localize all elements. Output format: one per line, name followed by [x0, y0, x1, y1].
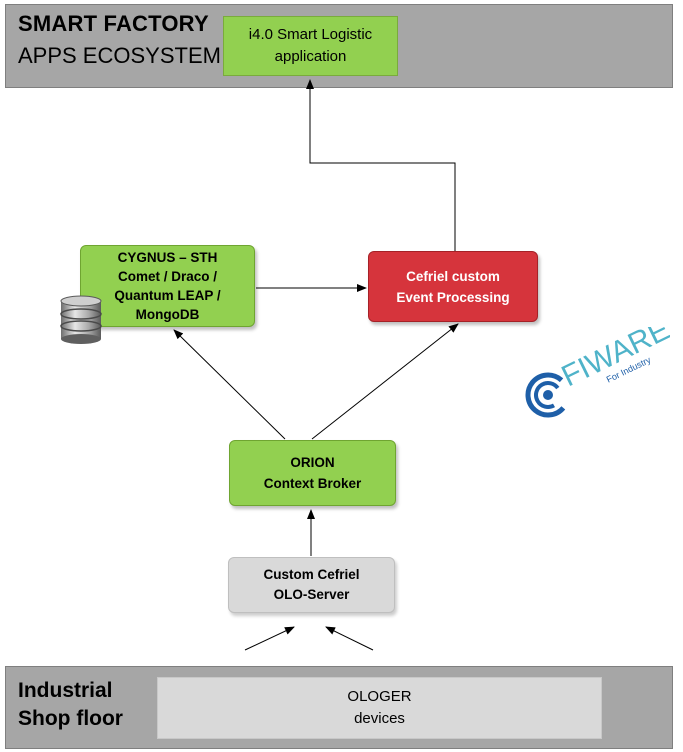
cefriel-event-processing-box: Cefriel custom Event Processing — [368, 251, 538, 322]
ologer-line-1: OLOGER — [347, 688, 412, 705]
olo-line-1: Custom Cefriel — [263, 567, 360, 582]
cefriel-line-1: Cefriel custom — [406, 268, 500, 284]
ologer-devices-box: OLOGER devices — [157, 677, 602, 739]
cygnus-line-2: Comet / Draco / — [117, 269, 218, 284]
arrow-cefriel-to-app — [306, 79, 456, 251]
ologer-line-2: devices — [354, 710, 405, 727]
cygnus-component-box: CYGNUS – STH Comet / Draco / Quantum LEA… — [80, 245, 255, 327]
arrow-devices-to-olo-left — [244, 626, 295, 651]
cygnus-line-3: Quantum LEAP / — [114, 288, 221, 303]
smart-factory-title: SMART FACTORY — [18, 11, 209, 36]
shop-floor-title: Industrial Shop floor — [18, 677, 158, 733]
arrow-devices-to-olo-right — [325, 626, 374, 651]
database-icon — [60, 295, 102, 344]
cygnus-line-1: CYGNUS – STH — [117, 250, 218, 265]
olo-server-box: Custom Cefriel OLO-Server — [228, 557, 395, 613]
fiware-logo: FIWARE For Industry — [525, 327, 670, 418]
shop-floor-title-line-1: Industrial — [18, 679, 113, 702]
app-box-line-2: application — [274, 48, 347, 65]
cygnus-line-4: MongoDB — [135, 307, 200, 322]
app-box-line-1: i4.0 Smart Logistic — [248, 26, 373, 43]
orion-line-1: ORION — [290, 455, 335, 470]
arrow-orion-to-cefriel — [311, 323, 459, 440]
shop-floor-title-line-2: Shop floor — [18, 707, 123, 730]
cefriel-line-2: Event Processing — [396, 289, 510, 305]
orion-line-2: Context Broker — [263, 476, 362, 491]
smart-logistic-application-box: i4.0 Smart Logistic application — [223, 16, 398, 76]
olo-line-2: OLO-Server — [273, 587, 350, 602]
fiware-wordmark: FIWARE — [557, 327, 670, 393]
apps-ecosystem-subtitle: APPS ECOSYSTEM — [18, 43, 221, 68]
arrow-orion-to-cygnus — [173, 329, 286, 440]
orion-context-broker-box: ORION Context Broker — [229, 440, 396, 506]
